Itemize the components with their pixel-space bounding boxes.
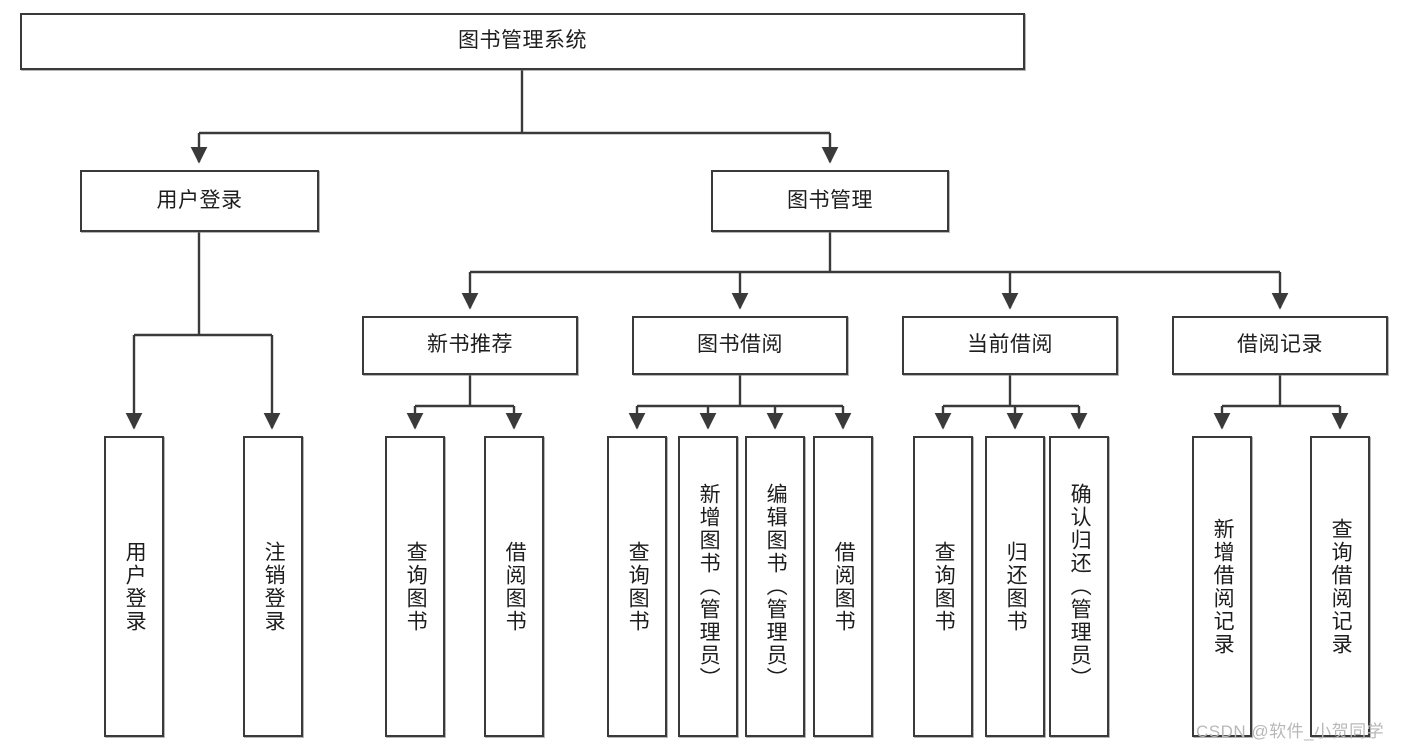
node-leaf-search-record-label: 查询借阅记录 xyxy=(1329,517,1353,656)
node-current-borrow[interactable]: 当前借阅 xyxy=(902,316,1118,375)
node-leaf-borrow-book-2-label: 借阅图书 xyxy=(832,540,856,633)
node-leaf-add-book-label: 新增图书（管理员） xyxy=(697,483,721,690)
node-leaf-search-book-2-label: 查询图书 xyxy=(626,540,650,633)
node-borrow-record[interactable]: 借阅记录 xyxy=(1172,316,1388,375)
node-leaf-confirm-return-label: 确认归还（管理员） xyxy=(1068,483,1092,690)
csdn-watermark: CSDN @软件_小贺同学 xyxy=(1196,722,1385,741)
node-borrow-record-label: 借阅记录 xyxy=(1237,333,1323,357)
node-book-borrow[interactable]: 图书借阅 xyxy=(632,316,848,375)
node-leaf-search-book-1-label: 查询图书 xyxy=(404,540,428,633)
node-leaf-search-book-1[interactable]: 查询图书 xyxy=(385,436,445,737)
edges-bookmanage-to-level3 xyxy=(461,232,1289,310)
edges-newbook-to-leaves xyxy=(406,375,523,430)
node-leaf-borrow-book-1-label: 借阅图书 xyxy=(503,540,527,633)
edges-bookborrow-to-leaves xyxy=(628,375,852,430)
node-leaf-search-book-3[interactable]: 查询图书 xyxy=(913,436,973,737)
edges-userlogin-to-leaves xyxy=(125,232,281,430)
node-leaf-return-book[interactable]: 归还图书 xyxy=(985,436,1045,737)
node-leaf-logout[interactable]: 注销登录 xyxy=(243,436,303,737)
node-current-borrow-label: 当前借阅 xyxy=(967,333,1053,357)
node-leaf-return-book-label: 归还图书 xyxy=(1004,540,1028,633)
node-leaf-search-book-3-label: 查询图书 xyxy=(932,540,956,633)
node-leaf-search-book-2[interactable]: 查询图书 xyxy=(607,436,667,737)
node-new-book-rec[interactable]: 新书推荐 xyxy=(362,316,578,375)
node-user-login-label: 用户登录 xyxy=(156,188,243,212)
node-root-label: 图书管理系统 xyxy=(458,29,587,53)
node-book-manage-label: 图书管理 xyxy=(787,188,873,212)
node-user-login[interactable]: 用户登录 xyxy=(80,170,319,232)
node-root[interactable]: 图书管理系统 xyxy=(20,13,1025,70)
node-leaf-add-record-label: 新增借阅记录 xyxy=(1211,517,1235,656)
node-book-borrow-label: 图书借阅 xyxy=(697,333,783,357)
edges-borrowrecord-to-leaves xyxy=(1213,375,1349,430)
node-new-book-rec-label: 新书推荐 xyxy=(427,333,513,357)
node-leaf-borrow-book-1[interactable]: 借阅图书 xyxy=(484,436,544,737)
node-leaf-user-login-label: 用户登录 xyxy=(123,540,147,633)
node-leaf-logout-label: 注销登录 xyxy=(262,540,286,633)
node-leaf-confirm-return[interactable]: 确认归还（管理员） xyxy=(1049,436,1109,737)
node-leaf-add-record[interactable]: 新增借阅记录 xyxy=(1192,436,1252,737)
node-leaf-borrow-book-2[interactable]: 借阅图书 xyxy=(813,436,873,737)
node-leaf-add-book[interactable]: 新增图书（管理员） xyxy=(678,436,738,737)
node-leaf-edit-book-label: 编辑图书（管理员） xyxy=(764,483,788,690)
edges-currentborrow-to-leaves xyxy=(934,375,1088,430)
node-leaf-user-login[interactable]: 用户登录 xyxy=(104,436,164,737)
edges-root-to-level2 xyxy=(190,70,839,164)
node-book-manage[interactable]: 图书管理 xyxy=(711,170,949,232)
node-leaf-search-record[interactable]: 查询借阅记录 xyxy=(1310,436,1370,737)
node-leaf-edit-book[interactable]: 编辑图书（管理员） xyxy=(745,436,805,737)
